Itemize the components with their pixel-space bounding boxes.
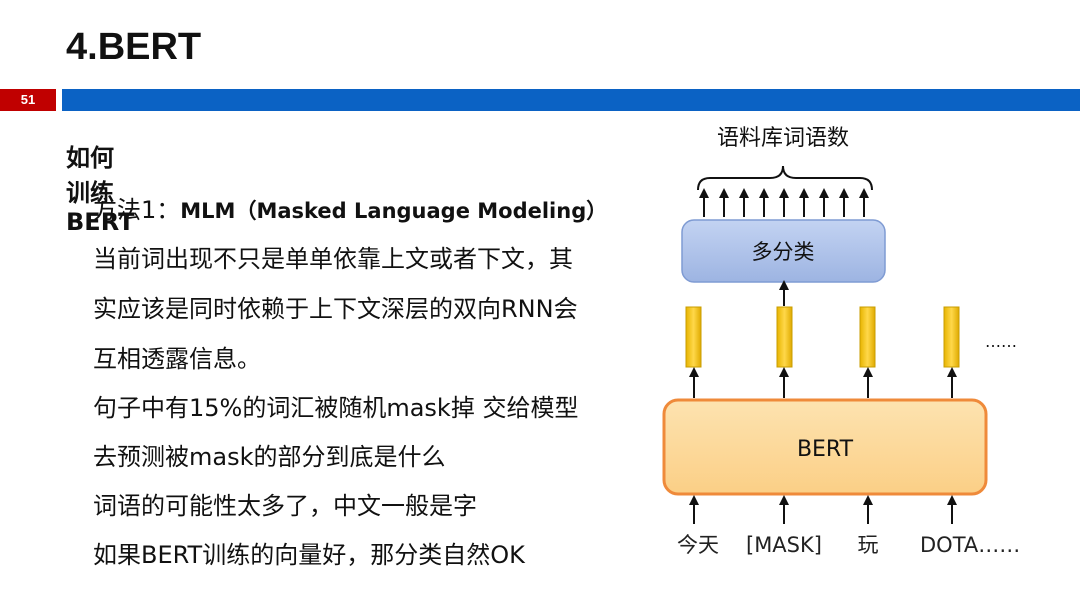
token-vector <box>859 306 876 368</box>
vocab-size-label: 语料库词语数 <box>717 126 849 151</box>
method-prefix: 方法1： <box>93 196 181 224</box>
diagram-canvas: 语料库词语数 多分类 …… <box>662 126 1020 557</box>
token-vector <box>685 306 702 368</box>
input-token-1: 今天 <box>677 533 719 557</box>
body-line-2: 实应该是同时依赖于上下文深层的双向RNN会 <box>93 295 578 323</box>
section-heading: 如何训练BERT <box>66 144 135 236</box>
vector-ellipsis: …… <box>985 332 1017 351</box>
classifier-label: 多分类 <box>752 240 815 264</box>
input-arrows <box>689 495 957 524</box>
brace-shape <box>697 165 873 191</box>
header-bar <box>62 89 1080 111</box>
token-vector <box>943 306 960 368</box>
body-line-7: 如果BERT训练的向量好，那分类自然OK <box>93 541 525 569</box>
input-token-3: 玩 <box>858 533 879 557</box>
page-number-badge: 51 <box>0 89 56 111</box>
bert-model-label: BERT <box>797 437 854 462</box>
body-line-1: 当前词出现不只是单单依靠上文或者下文，其 <box>93 245 573 273</box>
input-token-2: [MASK] <box>746 533 822 557</box>
bert-model-box <box>662 398 988 496</box>
body-line-4: 句子中有15%的词汇被随机mask掉 交给模型 <box>93 394 579 422</box>
body-line-5: 去预测被mask的部分到底是什么 <box>93 443 446 471</box>
method-name: MLM（Masked Language Modeling） <box>180 199 608 223</box>
bert-mlm-diagram: 语料库词语数 多分类 …… <box>640 120 1080 590</box>
body-line-3: 互相透露信息。 <box>93 345 261 373</box>
bert-output-arrows <box>689 367 957 398</box>
input-token-4: DOTA…… <box>920 533 1020 557</box>
body-line-6: 词语的可能性太多了，中文一般是字 <box>93 492 477 520</box>
slide-title: 4.BERT <box>66 26 202 68</box>
token-vector <box>776 306 793 368</box>
output-arrows <box>699 188 869 217</box>
method-line: 方法1：MLM（Masked Language Modeling） <box>93 190 607 225</box>
